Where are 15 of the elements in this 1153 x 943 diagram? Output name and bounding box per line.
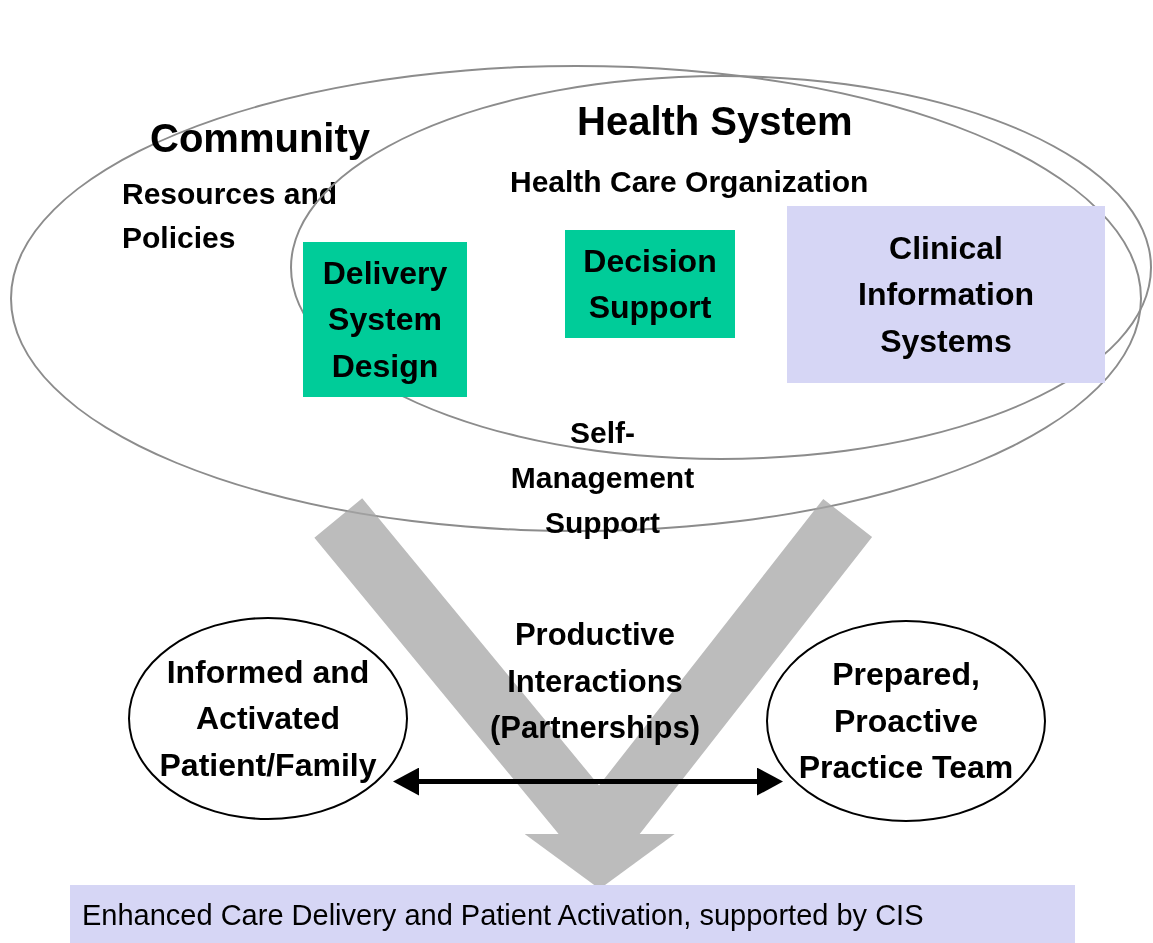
outcome-bar [70,885,1075,943]
outcome-text: Enhanced Care Delivery and Patient Activation, supported by CIS [82,898,924,932]
node-text: Decision Support [582,241,718,327]
heading: Health System [577,98,854,145]
node-text: Delivery System Design [321,253,449,386]
subheading: Health Care Organization [510,164,870,200]
double-arrow [393,767,783,796]
node-text: Clinical Information Systems [857,228,1035,361]
heading: Community [150,115,371,162]
subheading: Resources and Policies [122,176,339,256]
node-text: Prepared, Proactive Practice Team [797,655,1015,788]
edge-label: Productive Interactions (Partnerships) [488,616,702,747]
node-text: Informed and Activated Patient/Family [158,652,378,785]
component-box [565,230,735,338]
component-label: Self-Management Support [509,415,696,541]
